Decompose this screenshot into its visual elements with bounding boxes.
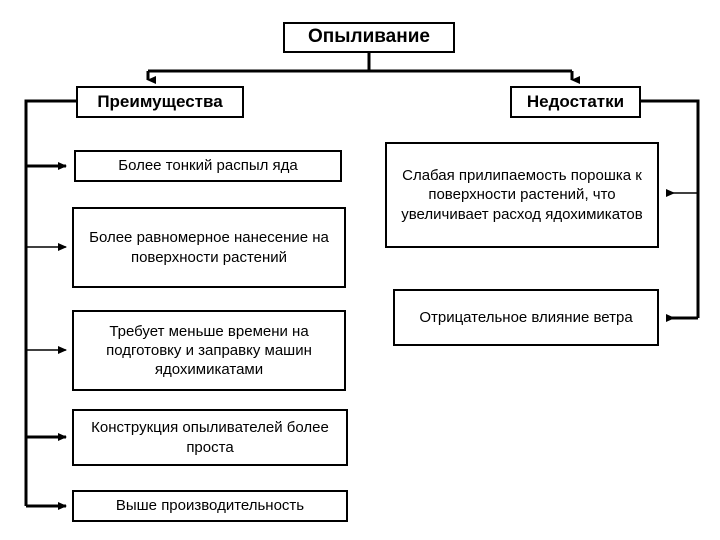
- advantage-node-4-label: Конструкция опыливателей более проста: [91, 419, 329, 456]
- branch-node-advantages-label: Преимущества: [97, 92, 223, 112]
- disadvantage-node-1[interactable]: Слабая прилипаемость порошка к поверхнос…: [385, 142, 659, 248]
- root-node-label: Опыливание: [308, 26, 430, 48]
- advantage-node-1[interactable]: Более тонкий распыл яда: [74, 150, 342, 182]
- advantage-node-2-label: Более равномерное нанесение на поверхнос…: [89, 229, 329, 266]
- advantage-node-2[interactable]: Более равномерное нанесение на поверхнос…: [72, 207, 346, 288]
- advantage-node-5-label: Выше производительность: [115, 497, 305, 515]
- disadvantage-node-2[interactable]: Отрицательное влияние ветра: [393, 289, 659, 346]
- connector-left-trunk: [24, 99, 76, 506]
- branch-node-advantages[interactable]: Преимущества: [76, 86, 244, 118]
- advantage-node-4[interactable]: Конструкция опыливателей более проста: [72, 409, 348, 466]
- branch-node-disadvantages-label: Недостатки: [526, 92, 625, 112]
- disadvantage-node-2-label: Отрицательное влияние ветра: [419, 308, 633, 326]
- root-node-opylivanie[interactable]: Опыливание: [283, 22, 455, 53]
- branch-node-disadvantages[interactable]: Недостатки: [510, 86, 641, 118]
- disadvantage-node-1-label: Слабая прилипаемость порошка к поверхнос…: [401, 167, 643, 223]
- advantage-node-3-label: Требует меньше времени на подготовку и з…: [106, 322, 312, 379]
- advantage-node-5[interactable]: Выше производительность: [72, 490, 348, 522]
- advantage-node-3[interactable]: Требует меньше времени на подготовку и з…: [72, 310, 346, 391]
- advantage-node-1-label: Более тонкий распыл яда: [118, 157, 298, 175]
